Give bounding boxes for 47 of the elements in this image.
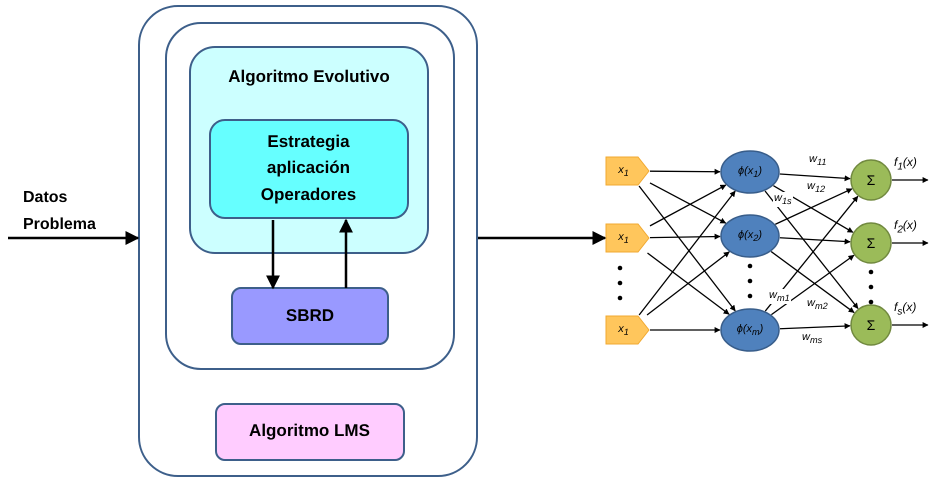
box-label: Algoritmo LMS bbox=[248, 420, 371, 442]
arrow bbox=[780, 237, 851, 244]
arrow bbox=[266, 220, 280, 290]
arrow bbox=[478, 231, 606, 245]
input-node bbox=[605, 315, 650, 345]
node-label: x$_{1}$ bbox=[618, 230, 629, 246]
node-label: Σ bbox=[866, 172, 876, 188]
node-label: x$_{1}$ bbox=[618, 164, 629, 178]
arrow bbox=[892, 322, 929, 328]
arrow bbox=[650, 234, 721, 240]
arrow bbox=[892, 240, 929, 246]
arrow bbox=[773, 185, 854, 233]
node-label: ϕ(x$_{2}$) bbox=[738, 228, 762, 244]
node-label: ϕ(x$_{m}$) bbox=[736, 322, 764, 338]
input-node bbox=[605, 223, 650, 253]
output-label: f$_{s}$(x) bbox=[894, 300, 916, 318]
arrow bbox=[650, 327, 721, 333]
edge-label: Datos Problema bbox=[22, 188, 97, 235]
hidden-neuron bbox=[720, 308, 780, 352]
node-label: Σ bbox=[866, 317, 876, 333]
edge-label: w$_{1s}$ bbox=[773, 192, 793, 208]
node-label: ϕ(x$_{1}$) bbox=[738, 164, 762, 180]
arrow bbox=[650, 168, 721, 175]
arrow bbox=[780, 323, 851, 330]
hidden-neuron bbox=[720, 214, 780, 258]
node-label: Σ bbox=[866, 235, 876, 251]
arrow bbox=[339, 218, 353, 288]
process-box bbox=[231, 287, 389, 345]
arrow bbox=[780, 173, 851, 182]
arrow bbox=[775, 188, 852, 225]
box-title: Algoritmo Evolutivo bbox=[227, 66, 391, 88]
output-label: f$_{2}$(x) bbox=[894, 218, 917, 236]
edge-label: w$_{m1}$ bbox=[768, 289, 791, 304]
input-node bbox=[605, 156, 650, 186]
output-label: f$_{1}$(x) bbox=[894, 155, 917, 172]
box-label: Estrategia aplicación Operadores bbox=[260, 130, 358, 206]
arrow bbox=[8, 231, 140, 245]
process-box bbox=[208, 118, 408, 218]
node-label: x$_{1}$ bbox=[618, 322, 629, 338]
container-box bbox=[164, 22, 454, 370]
container-box bbox=[138, 5, 478, 477]
hidden-neuron bbox=[720, 150, 780, 194]
arrow bbox=[892, 177, 929, 183]
edge-label: w$_{ms}$ bbox=[801, 331, 824, 346]
process-box bbox=[214, 402, 404, 460]
process-box bbox=[189, 46, 429, 254]
box-label: SBRD bbox=[284, 304, 336, 327]
